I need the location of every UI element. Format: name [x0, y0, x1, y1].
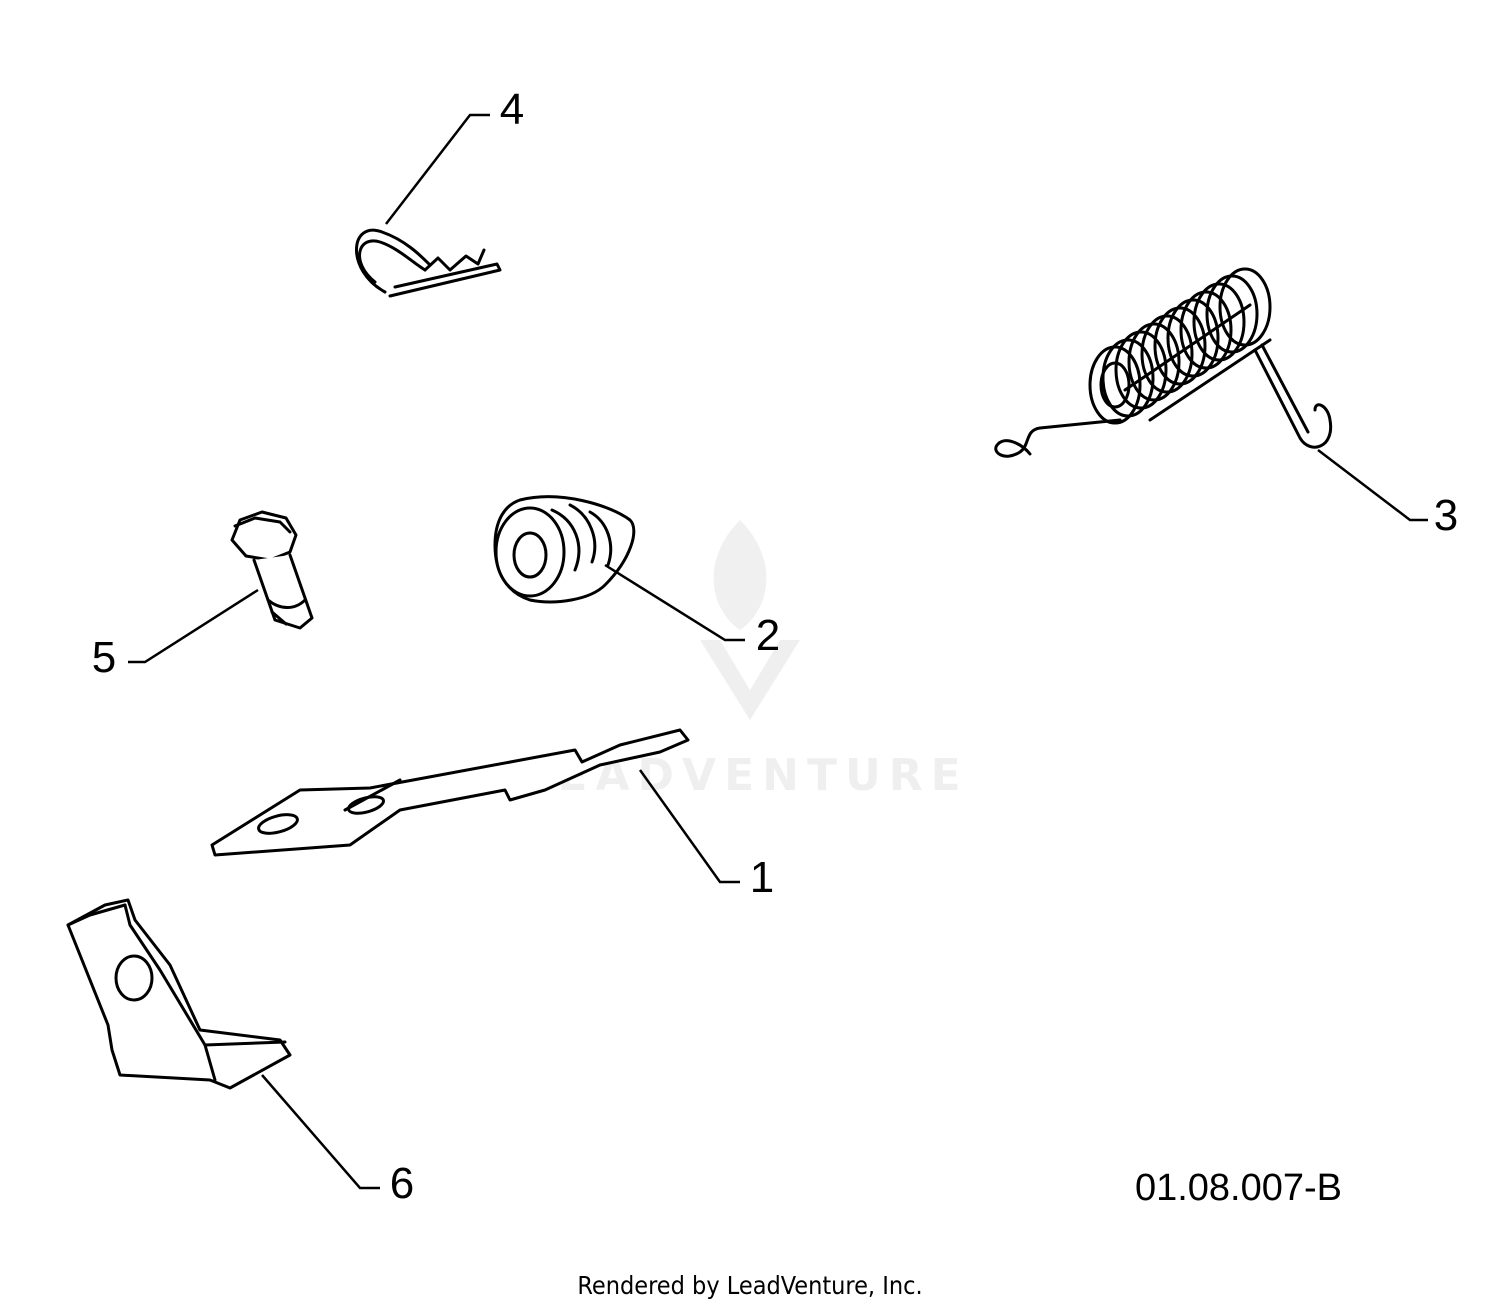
callout-1: 1: [750, 853, 774, 902]
callout-5: 5: [92, 633, 116, 682]
leader-5: [128, 588, 259, 664]
callout-4: 4: [500, 85, 524, 134]
callout-6: 6: [390, 1159, 414, 1208]
footer-credit: Rendered by LeadVenture, Inc.: [577, 1271, 922, 1300]
leader-4: [385, 113, 490, 225]
part-2-bushing: [493, 495, 636, 604]
part-5-flange-bolt: [230, 510, 314, 630]
leader-2: [604, 563, 745, 642]
leader-6: [261, 1074, 380, 1190]
flame-v-icon: [700, 520, 800, 720]
diagram-reference-code: 01.08.007-B: [1135, 1167, 1342, 1209]
part-1-lever: [210, 728, 690, 857]
leader-3: [1317, 449, 1428, 522]
leader-1: [638, 769, 740, 884]
part-6-bracket: [66, 898, 292, 1090]
callout-2: 2: [756, 611, 780, 660]
part-4-hitch-pin-clip: [355, 228, 502, 298]
callout-3: 3: [1434, 491, 1458, 540]
part-3-extension-spring: [994, 267, 1333, 458]
